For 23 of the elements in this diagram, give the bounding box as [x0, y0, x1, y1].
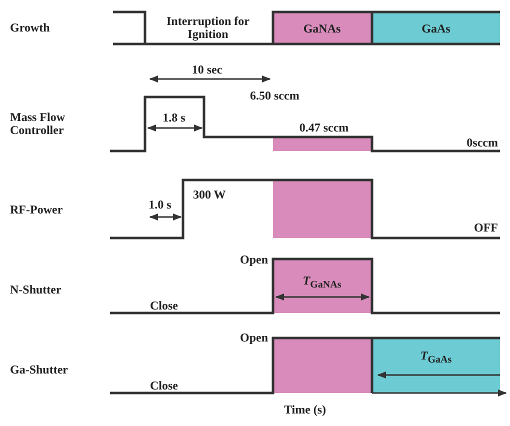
- phase-label: Interruption for Ignition: [166, 15, 250, 41]
- state-label: Close: [150, 380, 178, 392]
- state-label: Open: [240, 254, 268, 266]
- row-label: N-Shutter: [10, 284, 62, 296]
- row-label: RF-Power: [10, 204, 63, 216]
- dimension-label: 1.0 s: [148, 198, 172, 212]
- phase-label: GaNAs: [303, 22, 341, 36]
- row-label: Growth: [10, 22, 50, 34]
- state-label: Open: [240, 332, 268, 344]
- row-label: Ga-Shutter: [10, 364, 68, 376]
- value-label: 0.47 sccm: [299, 122, 349, 134]
- state-label: Close: [150, 300, 178, 312]
- value-label: 300 W: [193, 188, 226, 202]
- duration-label: T$_{GaNAs}$: [302, 274, 342, 292]
- value-label: OFF: [474, 222, 498, 234]
- axis-label: Time (s): [284, 404, 326, 416]
- value-label: 6.50 sccm: [250, 90, 300, 102]
- duration-label: T$_{GaAs}$: [420, 349, 452, 367]
- dimension-label: 10 sec: [192, 64, 222, 76]
- phase-label: GaAs: [422, 22, 450, 36]
- dimension-label: 1.8 s: [162, 112, 186, 124]
- value-label: 0sccm: [466, 136, 498, 150]
- row-label: Mass Flow Controller: [10, 111, 66, 137]
